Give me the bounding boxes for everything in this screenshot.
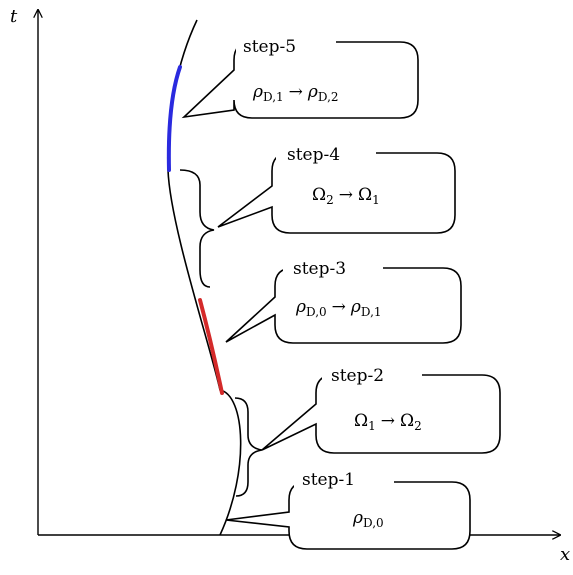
step2-brace: [234, 397, 263, 497]
step5-label: step-5: [243, 37, 296, 57]
step5-label-mask: [236, 30, 336, 56]
step2-label-mask: [322, 360, 422, 386]
step3-callout: step-3 ρD,0→ρD,1: [225, 253, 462, 344]
step4-formula: Ω2→Ω1: [312, 185, 380, 207]
step4-brace: [179, 169, 215, 288]
step1-formula: ρD,0: [352, 508, 384, 530]
step4-label-mask: [276, 140, 376, 166]
step1-label-mask: [294, 465, 394, 491]
step1-label: step-1: [302, 470, 355, 490]
x-axis-label: x: [560, 544, 570, 565]
step5-callout: step-5 ρD,1→ρD,2: [181, 30, 419, 119]
step2-callout: step-2 Ω1→Ω2: [261, 360, 501, 454]
step3-label: step-3: [293, 259, 346, 279]
step1-callout: step-1 ρD,0: [225, 465, 471, 550]
step4-callout: step-4 Ω2→Ω1: [217, 140, 456, 234]
step5-segment: [166, 65, 182, 172]
step3-segment: [198, 298, 224, 395]
step3-formula: ρD,0→ρD,1: [295, 297, 382, 319]
t-axis-label: t: [10, 6, 18, 27]
step2-formula: Ω1→Ω2: [354, 411, 422, 433]
step4-label: step-4: [287, 145, 340, 165]
step3-label-mask: [283, 253, 383, 279]
step2-label: step-2: [331, 366, 384, 386]
step5-formula: ρD,1→ρD,2: [252, 82, 339, 104]
